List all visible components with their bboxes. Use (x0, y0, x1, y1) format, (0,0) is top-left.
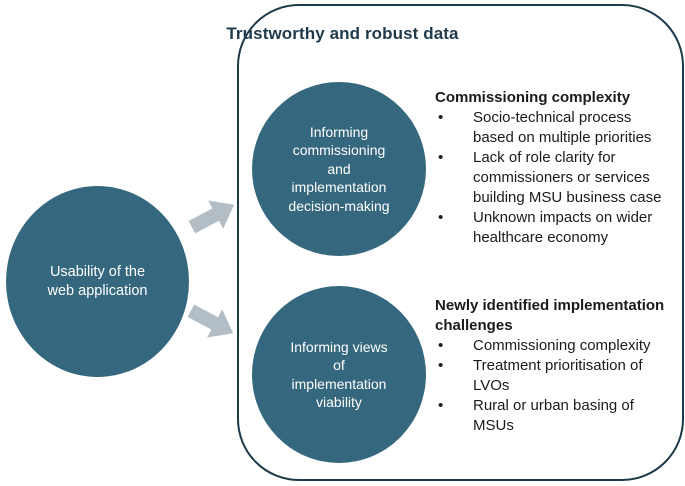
list-item: • Commissioning complexity (435, 336, 679, 356)
commissioning-circle: Informing commissioning and implementati… (252, 82, 426, 256)
implementation-challenges-block: Newly identified implementation challeng… (435, 296, 679, 436)
list-item: • Rural or urban basing of MSUs (435, 396, 679, 436)
arrow-down-right-icon-shape (187, 304, 234, 338)
bullet-icon: • (438, 337, 444, 354)
bullet-icon: • (438, 109, 444, 126)
list-item: • Unknown impacts on wider healthcare ec… (435, 208, 679, 248)
bullet-text: Unknown impacts on wider healthcare econ… (473, 209, 653, 246)
usability-circle-label: Usability of the web application (47, 263, 148, 299)
bullet-icon: • (438, 209, 444, 226)
commissioning-complexity-list: • Socio-technical process based on multi… (435, 108, 679, 248)
list-item: • Socio-technical process based on multi… (435, 108, 679, 148)
commissioning-complexity-block: Commissioning complexity • Socio-technic… (435, 88, 679, 248)
bullet-text: Rural or urban basing of MSUs (473, 397, 634, 434)
bullet-text: Commissioning complexity (473, 337, 651, 354)
bullet-text: Treatment prioritisation of LVOs (473, 357, 643, 394)
list-item: • Lack of role clarity for commissioners… (435, 148, 679, 208)
panel-title: Trustworthy and robust data (226, 24, 459, 43)
commissioning-complexity-heading: Commissioning complexity (435, 89, 631, 106)
list-item: • Treatment prioritisation of LVOs (435, 356, 679, 396)
implementation-challenges-heading: Newly identified implementation challeng… (435, 297, 665, 334)
implementation-challenges-list: • Commissioning complexity • Treatment p… (435, 336, 679, 436)
bullet-icon: • (438, 149, 444, 166)
commissioning-circle-label: Informing commissioning and implementati… (288, 123, 390, 214)
arrow-down-right-icon (183, 296, 241, 349)
bullet-icon: • (438, 357, 444, 374)
usability-circle: Usability of the web application (6, 186, 189, 377)
arrow-up-right-icon-shape (188, 200, 235, 234)
bullet-text: Socio-technical process based on multipl… (473, 109, 652, 146)
viability-circle: Informing views of implementation viabil… (252, 286, 426, 463)
arrow-up-right-icon (184, 190, 242, 243)
bullet-icon: • (438, 397, 444, 414)
bullet-text: Lack of role clarity for commissioners o… (473, 149, 662, 206)
viability-circle-label: Informing views of implementation viabil… (290, 338, 388, 411)
